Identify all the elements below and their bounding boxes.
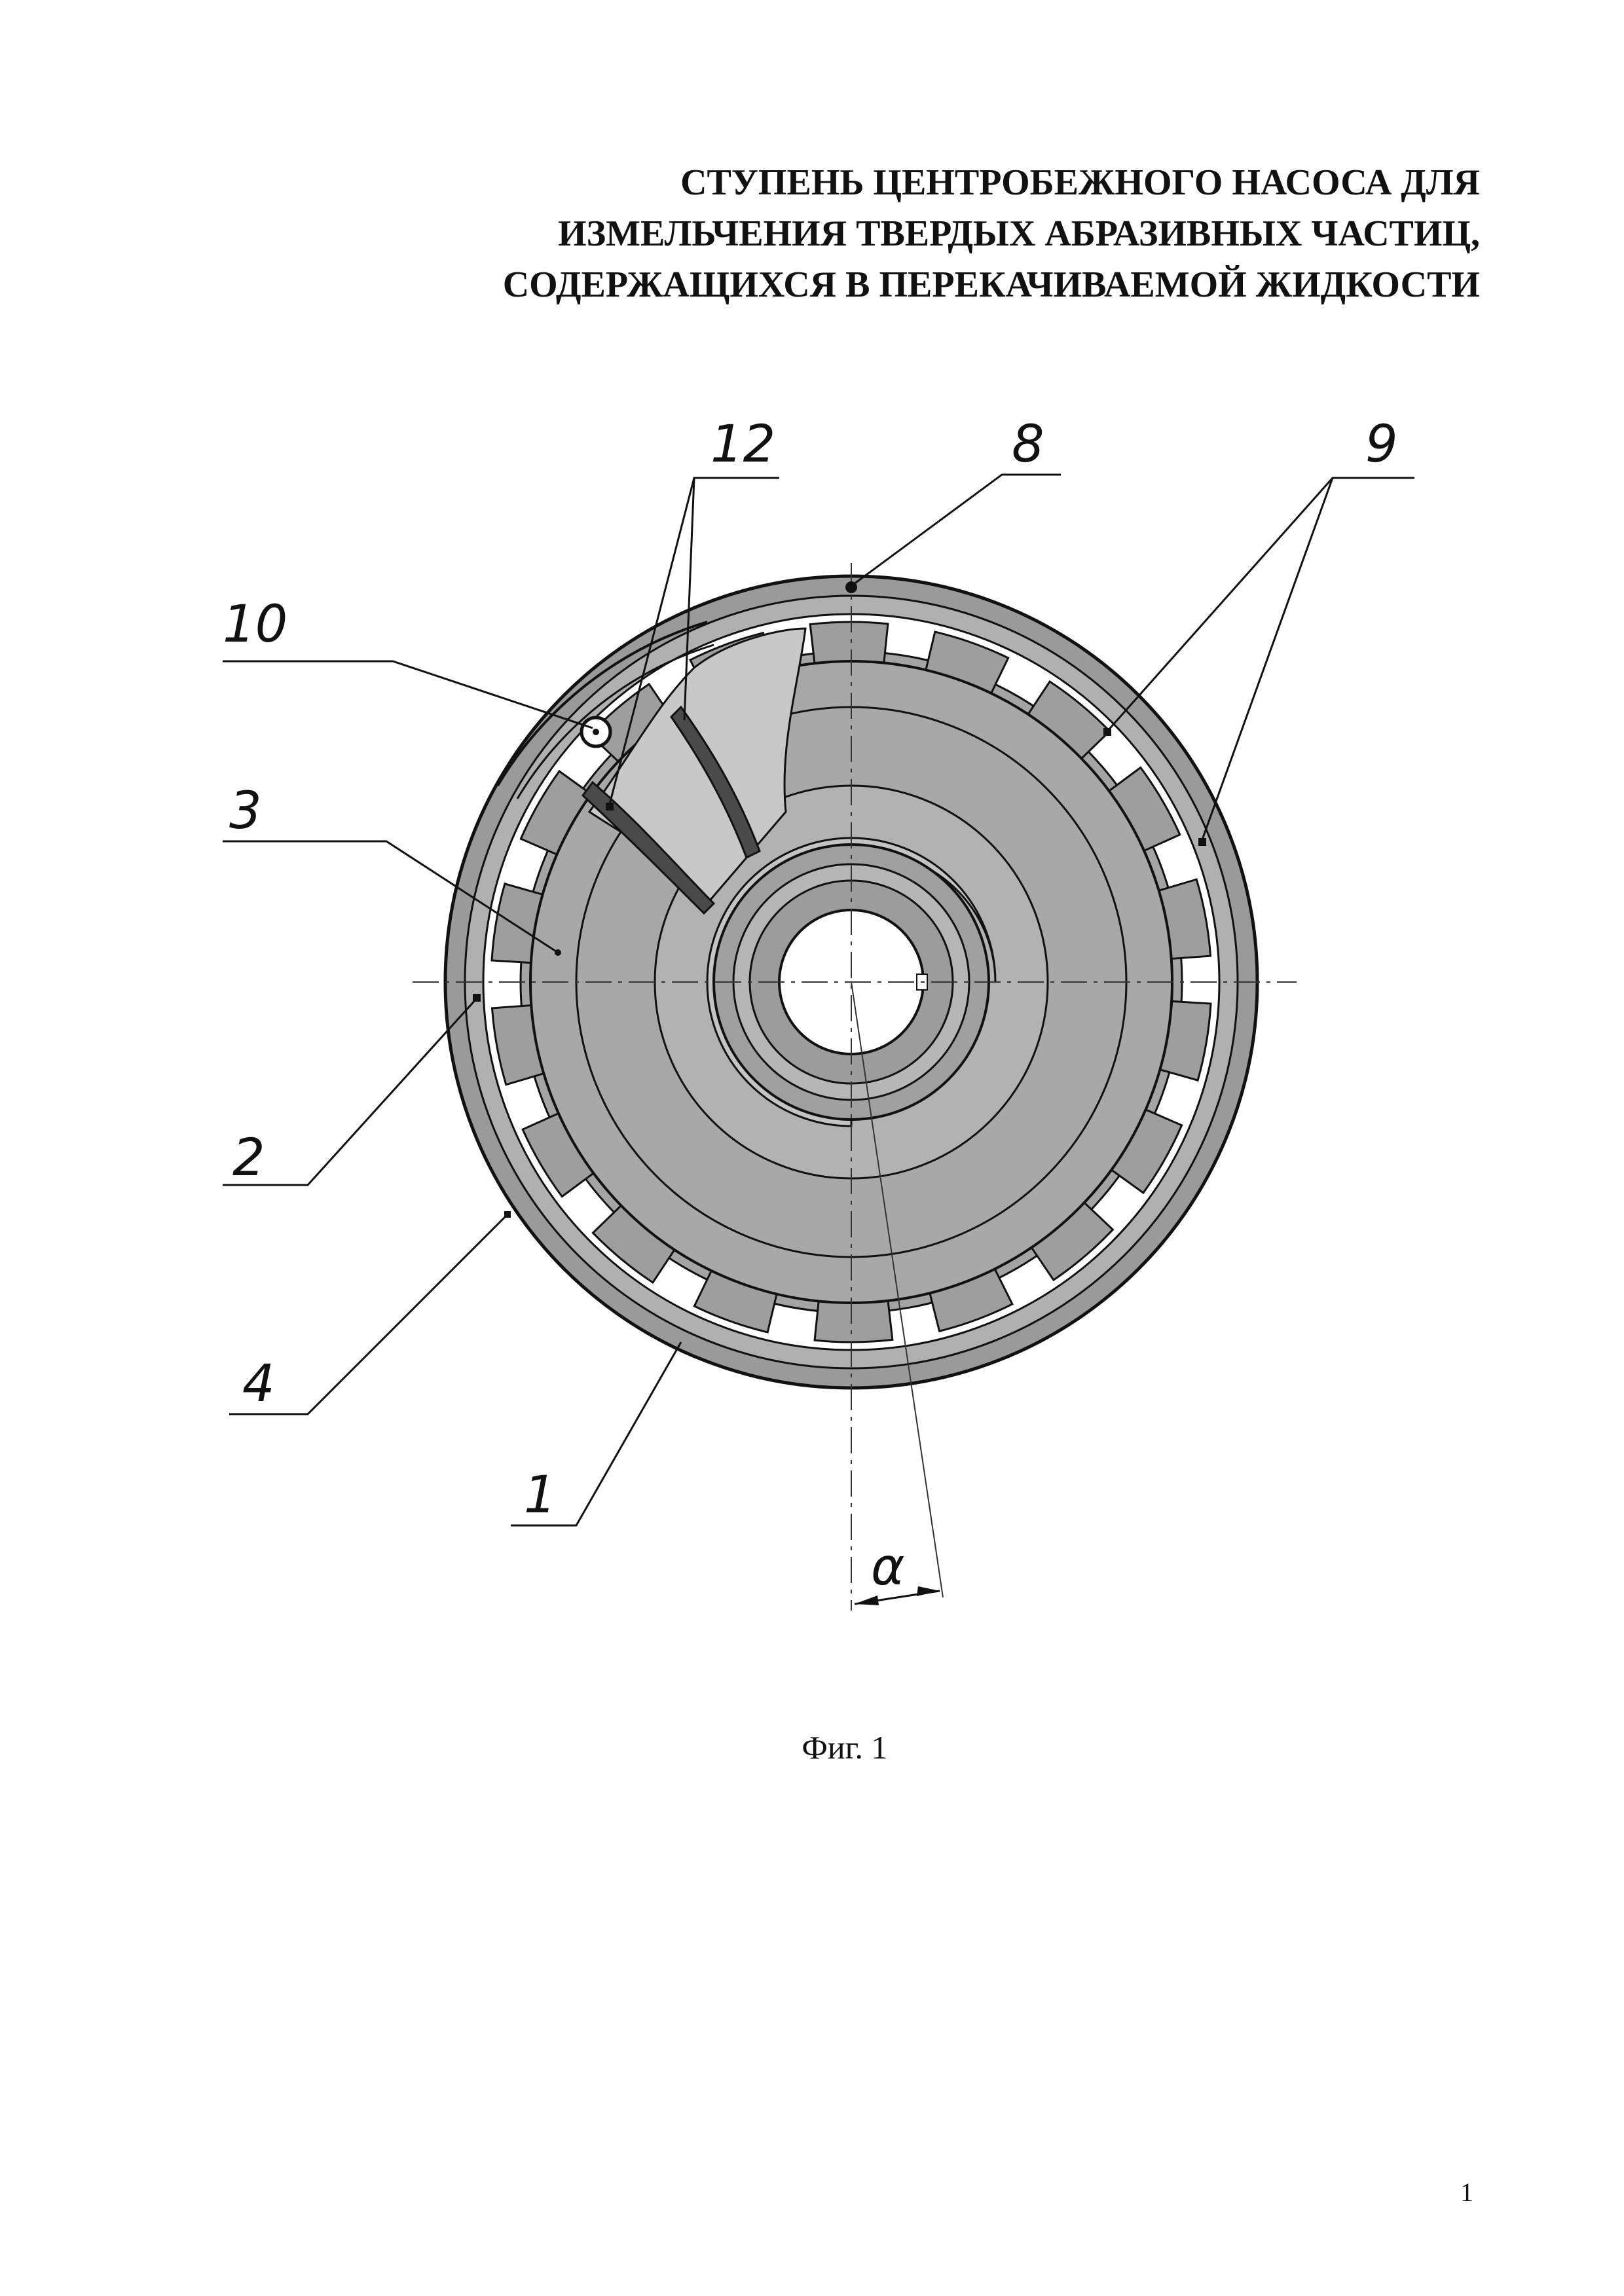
channel-edge-arc <box>496 621 708 787</box>
leader-1 <box>511 1341 682 1527</box>
label-3: 3 <box>229 782 262 841</box>
page-number: 1 <box>1460 2178 1473 2207</box>
leader-2 <box>223 997 478 1186</box>
tooth <box>1157 878 1212 960</box>
label-12: 12 <box>710 415 775 474</box>
label-8: 8 <box>1012 415 1044 474</box>
leader-8 <box>851 473 1061 587</box>
tooth <box>1030 1201 1115 1282</box>
leader-9b <box>1200 477 1334 842</box>
label-10: 10 <box>223 595 287 654</box>
leader-3 <box>223 840 559 954</box>
leader-12b <box>683 477 695 721</box>
dot-3 <box>555 949 561 956</box>
tooth <box>1110 1108 1183 1195</box>
label-2: 2 <box>232 1129 265 1188</box>
tooth <box>1158 1000 1212 1082</box>
tooth <box>693 1269 778 1334</box>
leader-10 <box>223 660 593 729</box>
tooth <box>591 1204 676 1285</box>
tooth <box>809 621 889 665</box>
label-9: 9 <box>1365 415 1398 474</box>
angle-line <box>851 981 944 1598</box>
tooth <box>519 769 593 856</box>
label-1: 1 <box>524 1466 557 1525</box>
label-alpha: α <box>871 1538 904 1597</box>
alpha-arrow-left <box>855 1595 879 1605</box>
channel-edge-arc-2 <box>516 644 714 799</box>
dot-12 <box>606 803 614 811</box>
dot-2 <box>473 994 481 1002</box>
tooth <box>521 1112 595 1198</box>
leader-4 <box>229 1213 509 1415</box>
tooth <box>929 1267 1014 1333</box>
tooth <box>490 1004 545 1086</box>
dot-9b <box>1198 838 1206 846</box>
blade-left <box>581 780 716 915</box>
alpha-arrow-right <box>917 1586 940 1596</box>
title-line-1: СТУПЕНЬ ЦЕНТРОБЕЖНОГО НАСОСА ДЛЯ <box>680 162 1480 203</box>
dot-9a <box>1103 728 1111 736</box>
dot-8 <box>845 581 857 593</box>
blade-right <box>670 705 761 860</box>
tooth <box>813 1300 894 1343</box>
title-line-3: СОДЕРЖАЩИХСЯ В ПЕРЕКАЧИВАЕМОЙ ЖИДКОСТИ <box>502 264 1480 305</box>
dot-4 <box>504 1211 511 1218</box>
figure-caption: Фиг. 1 <box>802 1729 888 1766</box>
tooth <box>1107 766 1181 852</box>
tooth <box>490 883 544 964</box>
leader-9a <box>1105 477 1414 733</box>
label-4: 4 <box>242 1355 275 1413</box>
title-line-2: ИЗМЕЛЬЧЕНИЯ ТВЕРДЫХ АБРАЗИВНЫХ ЧАСТИЦ, <box>558 213 1480 254</box>
tooth <box>925 630 1010 695</box>
ball-center <box>593 729 599 735</box>
document-title: СТУПЕНЬ ЦЕНТРОБЕЖНОГО НАСОСА ДЛЯ ИЗМЕЛЬЧ… <box>301 157 1480 310</box>
